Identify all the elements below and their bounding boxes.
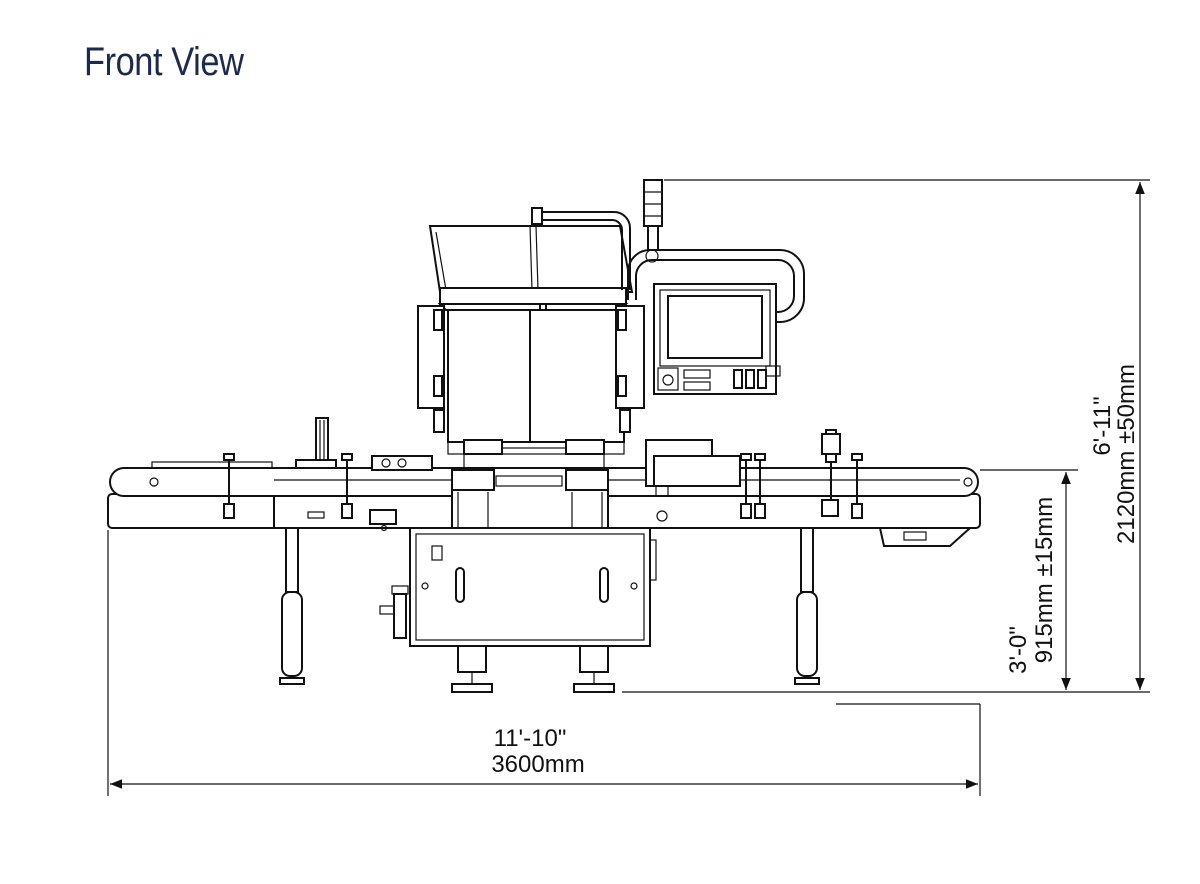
filling-head xyxy=(371,439,741,529)
conveyor-height-imperial-label: 3'-0" xyxy=(1005,626,1032,674)
machine-outline xyxy=(107,179,981,693)
overall-height-metric-label: 2120mm ±50mm xyxy=(1113,364,1140,544)
conveyor-height-metric-label: 915mm ±15mm xyxy=(1031,497,1058,664)
overall-length-metric-label: 3600mm xyxy=(491,751,584,778)
hopper xyxy=(417,225,645,469)
conveyor-legs xyxy=(279,527,820,693)
support-arm xyxy=(531,207,805,323)
base-cabinet xyxy=(409,527,657,647)
overall-height-imperial-label: 6'-11" xyxy=(1089,396,1116,455)
side-bracket xyxy=(295,417,337,469)
overall-length-imperial-label: 11'-10" xyxy=(494,725,567,752)
guide-rail-adjusters xyxy=(223,453,863,519)
air-regulator xyxy=(379,585,409,639)
sensor-post xyxy=(821,429,841,517)
fill-stand xyxy=(463,439,605,455)
dimension-labels: 6'-11" 2120mm ±50mm 3'-0" 915mm ±15mm 11… xyxy=(491,364,1140,778)
stack-light xyxy=(643,179,663,251)
page-title: Front View xyxy=(84,40,244,84)
hmi-panel xyxy=(653,283,781,395)
dimension-lines xyxy=(107,179,1150,796)
